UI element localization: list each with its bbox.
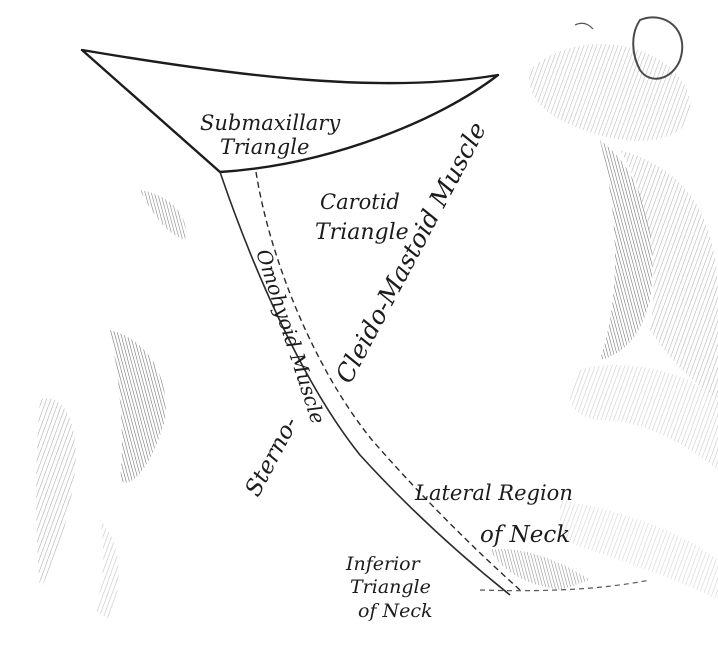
label-inferior-1: Inferior bbox=[345, 553, 422, 575]
label-inferior-2: Triangle bbox=[350, 576, 431, 598]
nape-shading bbox=[570, 140, 718, 470]
label-carotid-2: Triangle bbox=[315, 220, 409, 245]
label-submaxillary-2: Triangle bbox=[220, 135, 309, 159]
shoulder-shading bbox=[490, 500, 718, 600]
ear-shading bbox=[529, 17, 690, 141]
label-carotid-1: Carotid bbox=[320, 190, 400, 214]
label-lateral-2: of Neck bbox=[480, 522, 570, 548]
label-inferior-3: of Neck bbox=[358, 600, 433, 622]
larynx-shading bbox=[36, 190, 186, 620]
label-submaxillary-1: Submaxillary bbox=[200, 111, 341, 135]
label-lateral-1: Lateral Region bbox=[414, 481, 573, 505]
label-cleido-mastoid: Cleido-Mastoid Muscle bbox=[330, 117, 492, 388]
label-omohyoid: Omohyoid Muscle bbox=[251, 246, 330, 427]
label-sterno: Sterno- bbox=[240, 413, 303, 501]
